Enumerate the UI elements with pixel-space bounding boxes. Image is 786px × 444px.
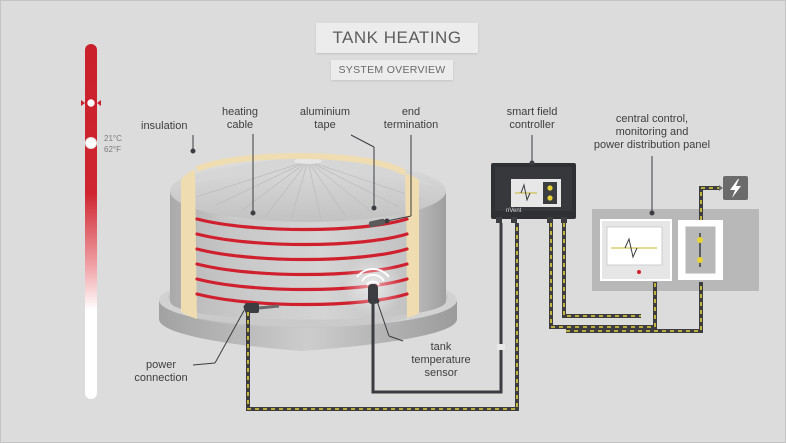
thermometer bbox=[81, 44, 101, 399]
label-tank-temperature-sensor: tank temperature sensor bbox=[411, 341, 471, 379]
page-subtitle: SYSTEM OVERVIEW bbox=[331, 60, 453, 80]
thermometer-current-marker bbox=[85, 137, 97, 149]
power-connection-box bbox=[245, 303, 259, 313]
thermometer-bar bbox=[85, 44, 97, 399]
end-termination-fitting bbox=[368, 218, 386, 228]
central-control-panel bbox=[592, 209, 759, 291]
setpoint-right-arrow-icon bbox=[97, 100, 101, 106]
callout-lines bbox=[190, 134, 655, 366]
thermometer-setpoint-marker bbox=[85, 97, 97, 109]
temp-fahrenheit: 62°F bbox=[104, 145, 121, 154]
page-title: TANK HEATING bbox=[316, 23, 478, 53]
smart-field-controller bbox=[491, 163, 576, 223]
tank bbox=[159, 152, 457, 351]
wiring bbox=[246, 186, 719, 411]
label-central-panel: central control, monitoring and power di… bbox=[593, 113, 711, 151]
lightning-bolt-icon bbox=[719, 176, 748, 200]
insulation-left bbox=[181, 169, 197, 319]
heating-cable bbox=[195, 217, 409, 307]
temp-celsius: 21°C bbox=[104, 134, 122, 143]
controller-brand: nVent bbox=[506, 208, 522, 214]
signal-waves-icon bbox=[356, 268, 390, 286]
label-insulation: insulation bbox=[141, 120, 188, 132]
insulation-right bbox=[405, 173, 419, 318]
setpoint-left-arrow-icon bbox=[81, 100, 85, 106]
